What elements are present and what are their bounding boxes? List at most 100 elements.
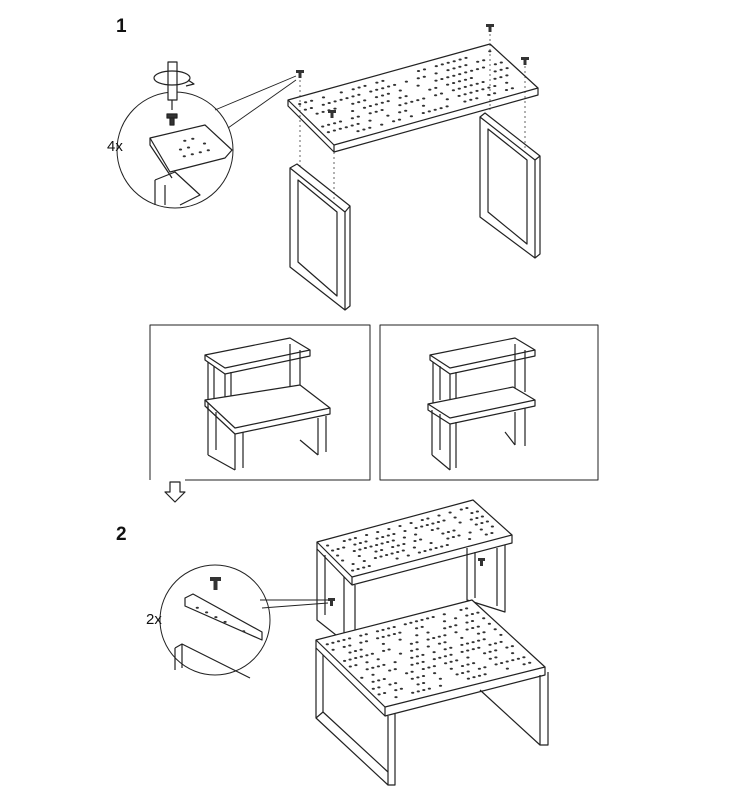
hole <box>477 667 481 670</box>
hole <box>504 89 509 91</box>
hole <box>505 74 509 77</box>
hole <box>482 59 486 62</box>
screw-icon <box>166 113 178 126</box>
hole <box>449 660 453 663</box>
hole <box>356 115 360 118</box>
hole <box>367 565 371 567</box>
hole <box>475 510 479 513</box>
hole <box>353 650 358 652</box>
hole <box>422 75 426 78</box>
hole <box>432 658 436 661</box>
hole <box>356 122 360 125</box>
hole <box>460 636 464 639</box>
hole <box>522 663 526 666</box>
hole <box>444 662 448 665</box>
hole <box>375 630 380 633</box>
hole <box>499 633 503 636</box>
hole <box>487 622 491 625</box>
hole <box>375 88 379 91</box>
hole <box>394 689 398 692</box>
hole <box>426 631 430 634</box>
hole <box>454 617 458 620</box>
step-1-number: 1 <box>116 16 127 37</box>
hole <box>422 97 426 100</box>
hole <box>326 131 330 134</box>
hole <box>442 620 447 623</box>
hole <box>429 548 433 551</box>
hole <box>421 112 425 114</box>
hole <box>336 554 340 557</box>
hole <box>432 651 436 654</box>
hole <box>493 92 497 95</box>
hole <box>358 542 362 544</box>
hole <box>454 631 458 634</box>
hole <box>426 617 430 620</box>
hole <box>368 119 372 122</box>
hole <box>396 551 400 553</box>
hole <box>242 630 246 633</box>
hole <box>410 100 414 103</box>
hole <box>369 545 373 548</box>
hole <box>398 89 402 92</box>
step1-left-leg-frame <box>289 163 351 311</box>
hole <box>446 69 450 72</box>
hole <box>393 668 397 671</box>
hole <box>421 668 425 670</box>
hole <box>360 676 364 679</box>
hole <box>315 112 319 115</box>
hole <box>463 93 467 96</box>
hole <box>471 627 475 629</box>
hole <box>475 97 479 100</box>
hole <box>470 620 475 622</box>
hole <box>499 61 503 64</box>
hole <box>420 618 424 621</box>
hole <box>351 569 355 572</box>
hole <box>445 98 449 101</box>
hole <box>351 110 355 112</box>
down-arrow-icon <box>164 481 186 503</box>
hole <box>373 557 377 559</box>
hole <box>398 104 402 107</box>
hole <box>414 527 418 529</box>
hole <box>431 522 435 525</box>
hole <box>376 665 380 668</box>
hole <box>457 534 461 537</box>
hole <box>449 653 453 656</box>
hole <box>477 646 481 649</box>
hole <box>382 663 386 666</box>
hole <box>426 638 430 641</box>
hole <box>475 82 479 85</box>
hole <box>386 100 390 103</box>
hole <box>466 670 470 673</box>
hole <box>381 628 385 631</box>
hole <box>416 676 420 679</box>
hole <box>477 639 481 642</box>
hole <box>458 73 462 76</box>
hole <box>416 77 420 80</box>
hole <box>309 107 313 109</box>
hole <box>477 674 482 677</box>
hole <box>387 634 391 637</box>
hole <box>404 80 408 83</box>
hole <box>470 69 474 72</box>
hole <box>354 664 358 667</box>
hole <box>381 79 385 82</box>
hole <box>357 93 361 96</box>
hole <box>410 663 414 666</box>
hole <box>391 539 395 542</box>
step-2-number: 2 <box>116 524 127 545</box>
hole <box>321 125 325 128</box>
hole <box>344 126 348 129</box>
hole <box>421 675 426 677</box>
screwdriver-icon <box>153 61 195 110</box>
hole <box>398 111 402 114</box>
hole <box>488 650 492 653</box>
perforation-holes <box>298 50 514 134</box>
hole <box>382 678 386 680</box>
hole <box>490 532 494 534</box>
hole <box>437 642 442 645</box>
hole <box>449 667 453 670</box>
hole <box>206 149 210 152</box>
hole <box>483 673 487 676</box>
